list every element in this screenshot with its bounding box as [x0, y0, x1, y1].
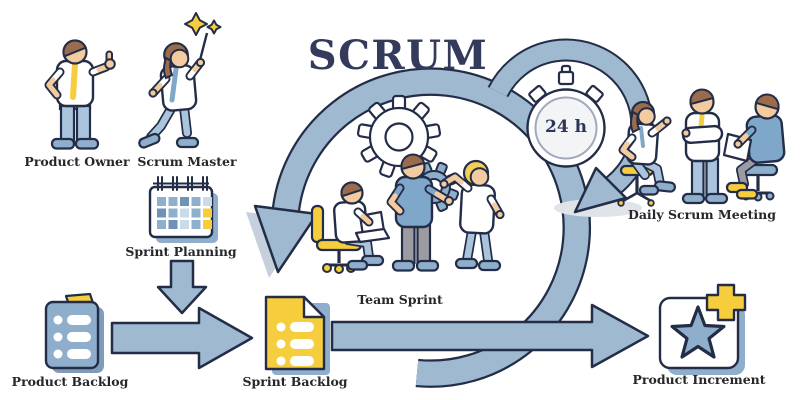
stopwatch-icon [526, 64, 606, 168]
team-member-standing-figure [386, 153, 454, 272]
backlog-document-icon [44, 292, 104, 373]
label-scrum-master: Scrum Master [137, 154, 237, 169]
star-icon [670, 305, 726, 359]
plus-icon [705, 283, 747, 322]
label-product-increment: Product Increment [632, 372, 766, 387]
sprint-backlog-document-icon [264, 295, 330, 375]
daily-arrowhead-icon [573, 166, 628, 214]
label-product-backlog: Product Backlog [11, 374, 129, 389]
sparkle-icon [184, 12, 208, 36]
scrum-master-figure [138, 12, 222, 149]
daily-member-stool-figure [617, 100, 677, 207]
product-owner-figure [44, 39, 116, 150]
loop-arrowhead-icon [253, 204, 319, 274]
label-daily-scrum: Daily Scrum Meeting [627, 207, 777, 222]
label-sprint-planning: Sprint Planning [125, 244, 237, 259]
team-member-blonde-figure [439, 159, 505, 272]
page-title: SCRUM [307, 32, 489, 79]
daily-member-standing-figure [681, 88, 729, 205]
timer-label: 24 h [545, 117, 587, 137]
daily-member-chair-figure [722, 93, 786, 202]
arrow-right-icon-backlog [110, 306, 254, 370]
label-product-owner: Product Owner [24, 154, 130, 169]
arrow-down-icon [156, 259, 208, 315]
arrow-right-icon-increment [330, 303, 650, 369]
team-member-seated-figure [310, 181, 391, 274]
calendar-icon [148, 176, 218, 243]
label-team-sprint: Team Sprint [357, 292, 443, 307]
label-sprint-backlog: Sprint Backlog [242, 374, 348, 389]
sparkle-icon [206, 19, 222, 35]
increment-box-icon [658, 283, 747, 375]
calendar-grid [157, 197, 212, 229]
